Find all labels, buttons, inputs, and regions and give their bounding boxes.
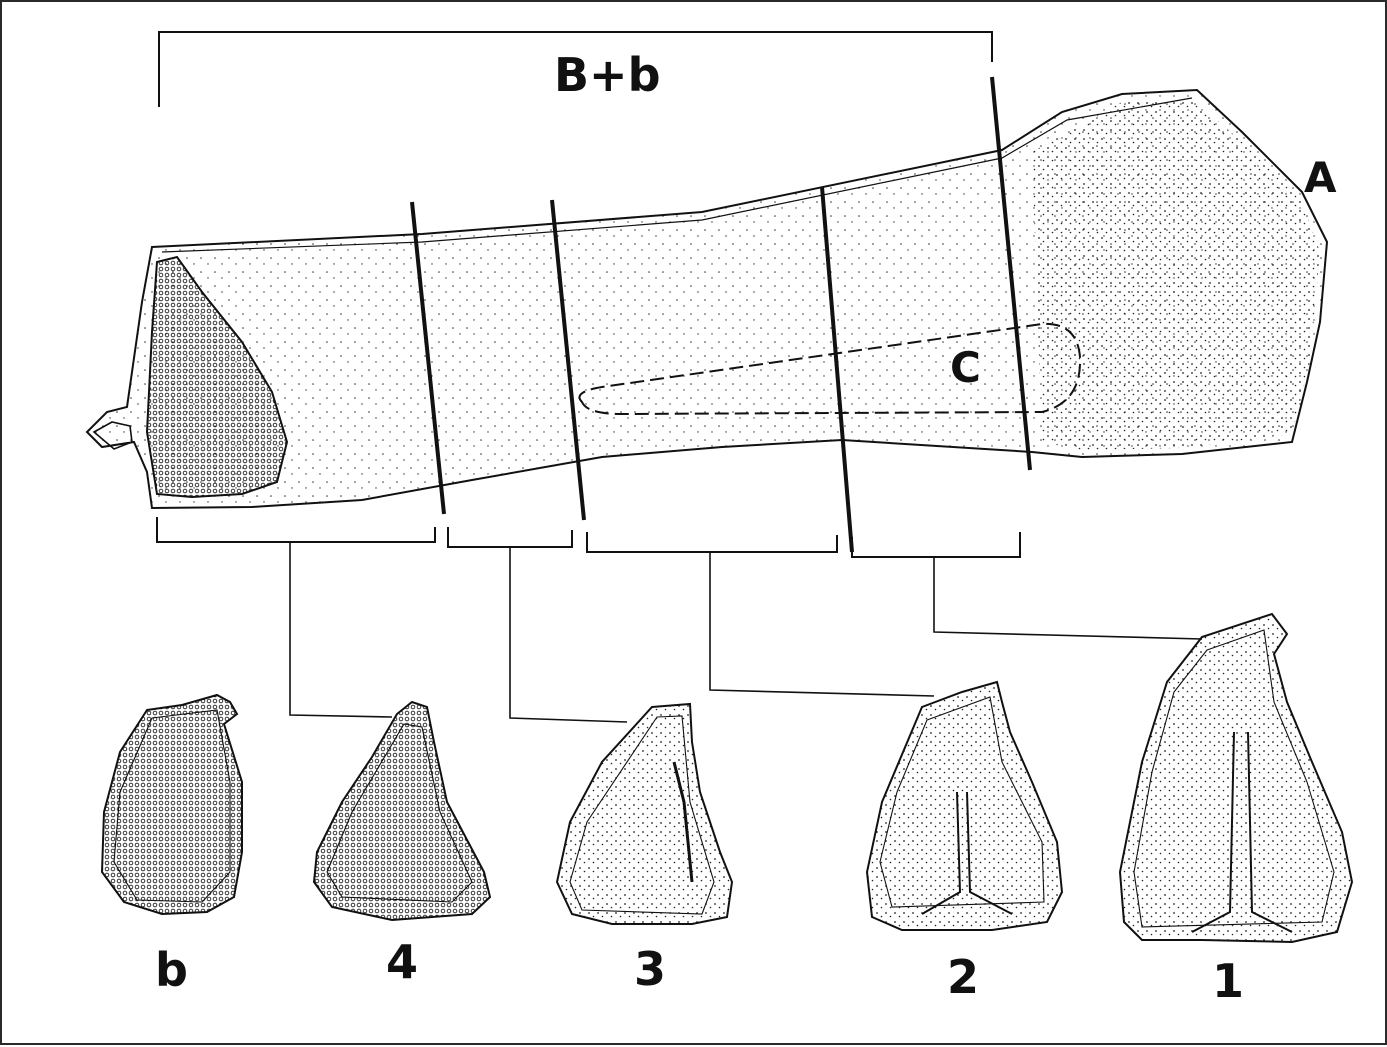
cross-section-4	[314, 702, 490, 920]
leader-line-3	[510, 547, 627, 722]
label-a: A	[1304, 157, 1337, 199]
segment-bracket-4	[448, 527, 572, 547]
segment-bracket-3	[587, 532, 837, 552]
leader-line-4	[290, 542, 392, 717]
label-section-4: 4	[386, 939, 418, 985]
label-section-b: b	[155, 947, 188, 993]
proximal-end-texture	[1032, 98, 1320, 450]
label-b-plus-b: B+b	[554, 52, 661, 98]
leader-line-1	[934, 557, 1202, 639]
cross-section-2	[867, 682, 1062, 930]
segment-bracket-b	[157, 517, 435, 542]
label-c: C	[950, 347, 981, 389]
cross-section-b	[102, 695, 242, 914]
leader-line-2	[710, 552, 934, 696]
label-section-3: 3	[634, 946, 666, 992]
segment-bracket-2	[852, 532, 1020, 557]
label-section-1: 1	[1212, 958, 1244, 1004]
label-section-2: 2	[947, 954, 979, 1000]
cross-section-3	[557, 704, 732, 924]
cross-section-1	[1120, 614, 1352, 942]
